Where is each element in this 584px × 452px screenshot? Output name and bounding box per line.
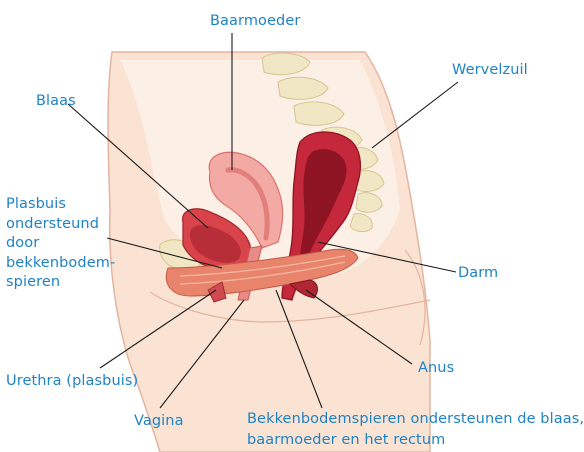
label-plasbuis-line: Plasbuis [6, 195, 115, 215]
label-wervelzuil: Wervelzuil [452, 61, 528, 79]
label-plasbuis-line: ondersteund [6, 215, 115, 235]
label-vagina: Vagina [134, 412, 184, 430]
label-plasbuis: Plasbuis ondersteund door bekkenbodem- s… [6, 195, 115, 293]
label-bekkenbodemspieren: Bekkenbodemspieren ondersteunen de blaas… [247, 409, 584, 451]
label-bekkenbodem-line: Bekkenbodemspieren ondersteunen de blaas… [247, 409, 584, 430]
label-anus: Anus [418, 359, 454, 377]
label-bekkenbodem-line: baarmoeder en het rectum [247, 430, 584, 451]
label-urethra: Urethra (plasbuis) [6, 372, 138, 390]
label-plasbuis-line: door [6, 234, 115, 254]
label-baarmoeder: Baarmoeder [210, 12, 300, 30]
label-darm: Darm [458, 264, 498, 282]
label-plasbuis-line: bekkenbodem- [6, 254, 115, 274]
label-blaas: Blaas [36, 92, 76, 110]
label-plasbuis-line: spieren [6, 273, 115, 293]
